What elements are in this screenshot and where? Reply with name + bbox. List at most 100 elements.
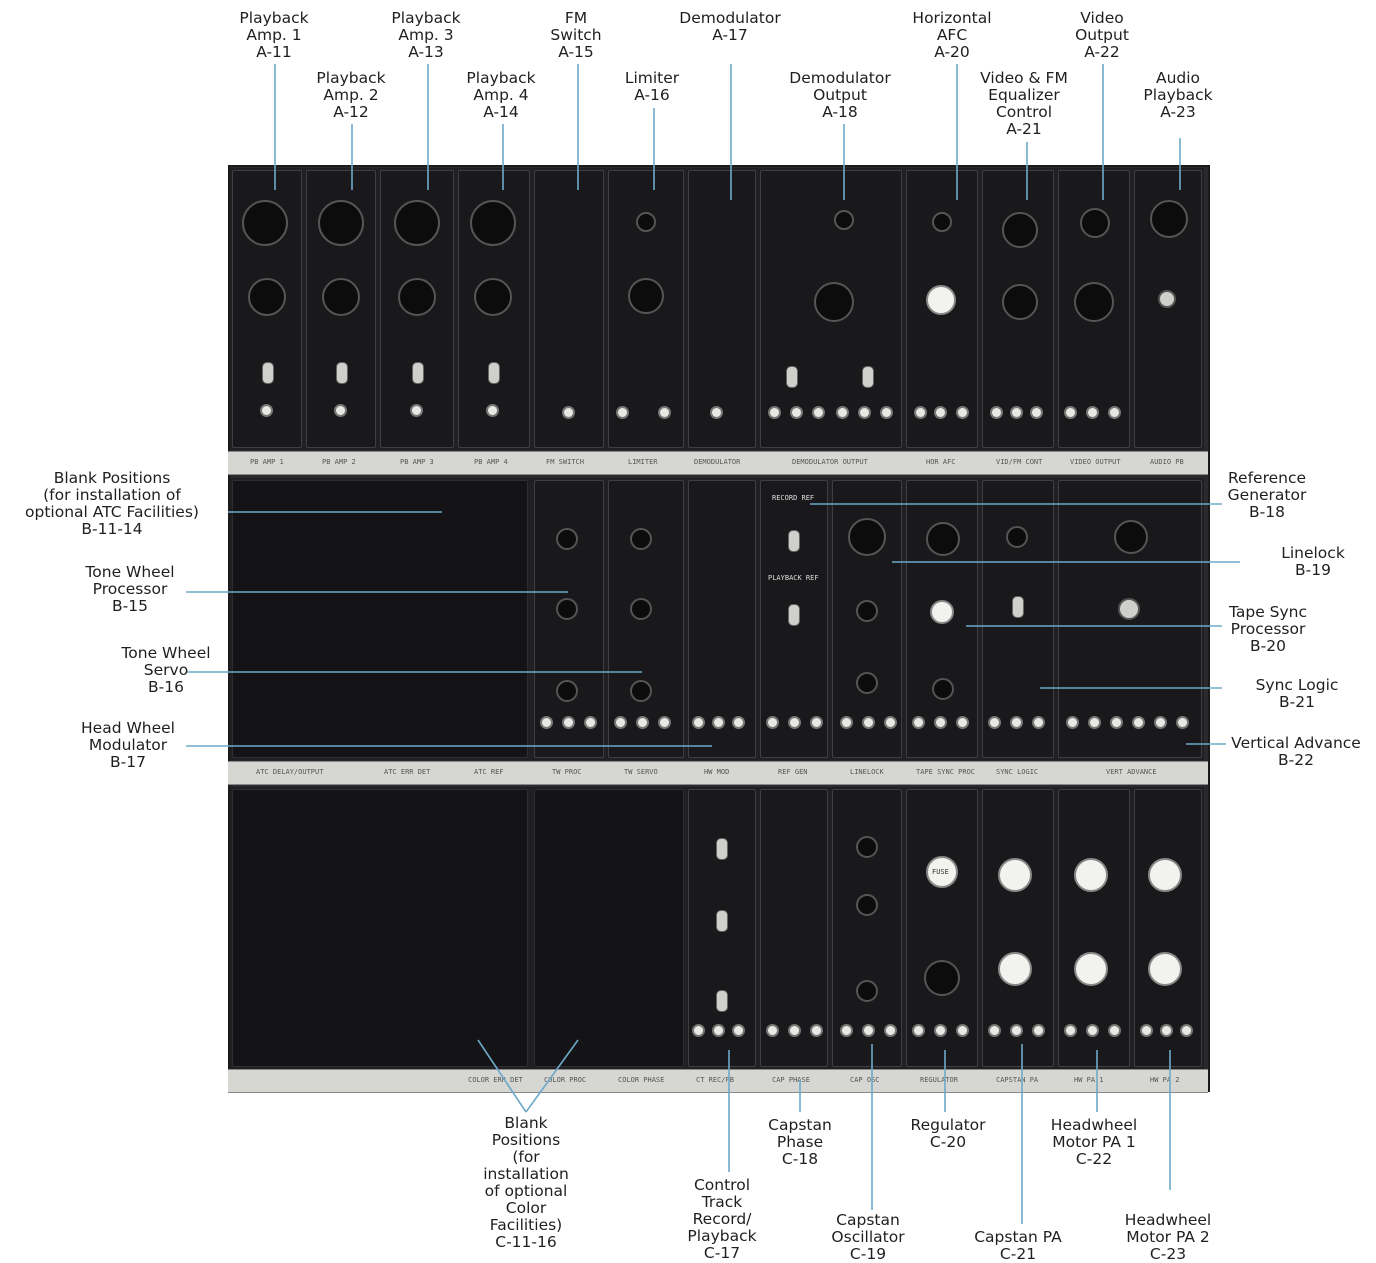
playback-ref-toggle <box>788 604 800 626</box>
rail-tag-b: VERT ADVANCE <box>1106 768 1157 776</box>
rail-tag-c: REGULATOR <box>920 1076 958 1084</box>
test-jack <box>540 716 553 729</box>
rail-tag-a: PB AMP 2 <box>322 458 356 466</box>
eq-knob-1 <box>242 200 288 246</box>
rail-tag-b: SYNC LOGIC <box>996 768 1039 776</box>
tw-servo-knob <box>630 528 652 550</box>
afc-knob <box>932 212 952 232</box>
leader-c11b <box>525 1039 579 1113</box>
linelock-knob-3 <box>856 672 878 694</box>
test-jack <box>810 716 823 729</box>
test-jack <box>990 406 1003 419</box>
rail-tag-a: DEMODULATOR OUTPUT <box>792 458 868 466</box>
test-jack <box>658 716 671 729</box>
module-c14-blank <box>534 789 684 1067</box>
test-jack <box>934 716 947 729</box>
test-jack <box>562 716 575 729</box>
audio-level-knob <box>1150 200 1188 238</box>
test-jack <box>1066 716 1079 729</box>
test-jack <box>812 406 825 419</box>
module-c19 <box>832 789 902 1067</box>
rail-tag-b: TAPE SYNC PROC <box>916 768 976 776</box>
tw-proc-knob-3 <box>556 680 578 702</box>
test-jack <box>914 406 927 419</box>
test-jack <box>956 406 969 419</box>
tw-servo-knob-2 <box>630 598 652 620</box>
post-emphasis-toggle <box>786 366 798 388</box>
video-level-knob <box>1080 208 1110 238</box>
vert-advance-knob-2 <box>1118 598 1140 620</box>
rail-tag-b: LINELOCK <box>850 768 884 776</box>
rail-tag-a: VID/FM CONT <box>996 458 1043 466</box>
test-jack <box>912 1024 925 1037</box>
test-jack <box>1176 716 1189 729</box>
delay-knob-1 <box>248 278 286 316</box>
tw-servo-knob-3 <box>630 680 652 702</box>
rail-tag-b: ATC ERR DET <box>384 768 431 776</box>
cap-osc-tracking-knob <box>856 980 878 1002</box>
vert-advance-knob <box>1114 520 1148 554</box>
test-jack <box>1140 1024 1153 1037</box>
rail-tag-b: ATC DELAY/OUTPUT <box>256 768 324 776</box>
rail-b <box>228 761 1208 785</box>
hw-pa1-lamp <box>1074 858 1108 892</box>
test-jack <box>858 406 871 419</box>
record-ref-toggle <box>788 530 800 552</box>
delay-knob-4 <box>474 278 512 316</box>
cap-osc-level-knob <box>856 836 878 858</box>
test-jack <box>692 1024 705 1037</box>
pedestal-knob <box>1002 284 1038 320</box>
hw-pa1-lamp-2 <box>1074 952 1108 986</box>
test-jack <box>836 406 849 419</box>
rail-tag-a: AUDIO PB <box>1150 458 1184 466</box>
ct-record-toggle <box>716 838 728 860</box>
rail-tag-a: PB AMP 3 <box>400 458 434 466</box>
ct-record-toggle-3 <box>716 990 728 1012</box>
level-toggle-2 <box>336 362 348 384</box>
rail-tag-a: LIMITER <box>628 458 658 466</box>
test-jack <box>260 404 273 417</box>
test-jack <box>1032 1024 1045 1037</box>
test-jack <box>766 716 779 729</box>
test-jack <box>862 716 875 729</box>
rail-tag-c: CT REC/PB <box>696 1076 734 1084</box>
test-jack <box>1160 1024 1173 1037</box>
module-c18 <box>760 789 828 1067</box>
test-jack <box>1132 716 1145 729</box>
limiter-balance-knob <box>636 212 656 232</box>
post-emphasis-toggle-2 <box>862 366 874 388</box>
test-jack <box>1010 716 1023 729</box>
module-a15 <box>534 170 604 448</box>
delay-knob-3 <box>398 278 436 316</box>
sync-logic-knob <box>1006 526 1028 548</box>
test-jack <box>1180 1024 1193 1037</box>
test-jack <box>956 1024 969 1037</box>
regulator-fuse-lamp <box>926 856 958 888</box>
test-jack <box>1010 1024 1023 1037</box>
test-jack <box>710 406 723 419</box>
test-jack <box>732 1024 745 1037</box>
test-jack <box>486 404 499 417</box>
leader-c11a <box>477 1039 527 1113</box>
test-jack <box>658 406 671 419</box>
demod-level-knob <box>834 210 854 230</box>
test-jack <box>1010 406 1023 419</box>
test-jack <box>934 406 947 419</box>
afc-lamp <box>926 285 956 315</box>
test-jack <box>614 716 627 729</box>
module-c21 <box>982 789 1054 1067</box>
test-jack <box>788 1024 801 1037</box>
